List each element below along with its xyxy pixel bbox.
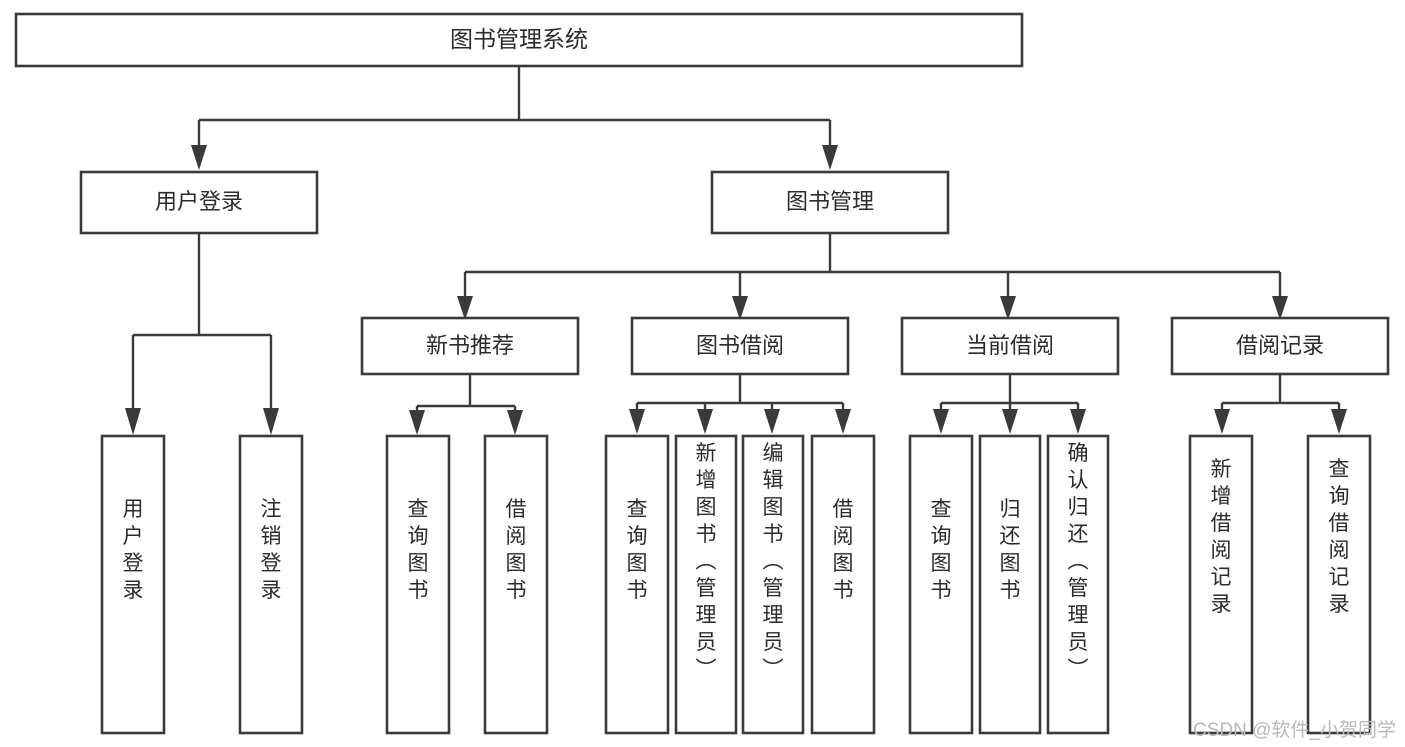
leaf-add-book-admin[interactable]: 新增图书︵管理员︶ bbox=[674, 434, 738, 735]
node-user-login-label: 用户登录 bbox=[155, 189, 243, 214]
leaf-borrow-book-2-box[interactable] bbox=[810, 434, 876, 735]
leaf-query-borrow-record[interactable]: 查询借阅记录 bbox=[1306, 434, 1372, 735]
arrow-userlogin-l2 bbox=[263, 408, 279, 435]
node-borrow-record[interactable]: 借阅记录 bbox=[1170, 316, 1390, 376]
node-new-book-recommend-label: 新书推荐 bbox=[426, 333, 514, 358]
leaf-user-login[interactable]: 用户登录 bbox=[100, 434, 166, 735]
leaf-borrow-book-2-label: 借阅图书 bbox=[833, 498, 854, 602]
node-book-management-box[interactable] bbox=[710, 170, 950, 235]
leaf-query-book-2-box[interactable] bbox=[604, 434, 670, 735]
leaf-user-login-label: 用户登录 bbox=[123, 498, 144, 602]
leaf-add-borrow-record-box[interactable] bbox=[1188, 434, 1254, 735]
leaf-query-book-3-box[interactable] bbox=[908, 434, 974, 735]
leaf-confirm-return-admin-label: 确认归还︵管理员︶ bbox=[1068, 442, 1089, 681]
arrow-borrow-l3 bbox=[764, 409, 780, 434]
leaf-query-book-1[interactable]: 查询图书 bbox=[385, 434, 451, 735]
arrow-userlogin-l1 bbox=[125, 408, 141, 435]
arrow-bookmgmt-c1 bbox=[457, 296, 473, 320]
node-root-box[interactable] bbox=[14, 12, 1024, 68]
node-borrow-record-label: 借阅记录 bbox=[1236, 333, 1324, 358]
leaf-query-book-1-label: 查询图书 bbox=[408, 498, 429, 602]
arrow-root-to-userlogin bbox=[191, 145, 207, 170]
node-book-borrow-box[interactable] bbox=[630, 316, 850, 376]
leaf-edit-book-admin-box[interactable] bbox=[741, 434, 805, 735]
arrow-record-l2 bbox=[1331, 409, 1347, 434]
leaf-query-book-3[interactable]: 查询图书 bbox=[908, 434, 974, 735]
node-root-system[interactable]: 图书管理系统 bbox=[14, 12, 1024, 68]
leaf-query-borrow-record-box[interactable] bbox=[1306, 434, 1372, 735]
arrow-borrow-l4 bbox=[835, 409, 851, 434]
leaf-borrow-book-1[interactable]: 借阅图书 bbox=[483, 434, 549, 735]
node-book-borrow[interactable]: 图书借阅 bbox=[630, 316, 850, 376]
node-new-book-recommend[interactable]: 新书推荐 bbox=[360, 316, 580, 376]
leaf-user-login-box[interactable] bbox=[100, 434, 166, 735]
leaf-borrow-book-1-box[interactable] bbox=[483, 434, 549, 735]
arrow-borrow-l1 bbox=[629, 409, 645, 434]
node-borrow-record-box[interactable] bbox=[1170, 316, 1390, 376]
node-user-login[interactable]: 用户登录 bbox=[79, 170, 319, 235]
leaf-borrow-book-2[interactable]: 借阅图书 bbox=[810, 434, 876, 735]
leaf-borrow-book-1-label: 借阅图书 bbox=[506, 498, 527, 602]
leaf-add-borrow-record-label: 新增借阅记录 bbox=[1211, 458, 1232, 616]
arrow-current-l1 bbox=[933, 409, 949, 434]
arrow-newbook-l1 bbox=[409, 410, 425, 435]
connector-layer bbox=[125, 66, 1347, 435]
leaf-confirm-return-admin-box[interactable] bbox=[1046, 434, 1110, 735]
node-book-management[interactable]: 图书管理 bbox=[710, 170, 950, 235]
leaf-return-book-label: 归还图书 bbox=[1000, 498, 1021, 602]
arrow-current-l2 bbox=[1002, 409, 1018, 434]
leaf-add-book-admin-label: 新增图书︵管理员︶ bbox=[696, 442, 717, 681]
leaf-query-book-2[interactable]: 查询图书 bbox=[604, 434, 670, 735]
arrow-bookmgmt-c3 bbox=[1000, 296, 1016, 320]
arrow-bookmgmt-c4 bbox=[1272, 296, 1288, 320]
arrow-record-l1 bbox=[1214, 409, 1230, 434]
arrow-borrow-l2 bbox=[697, 409, 713, 434]
leaf-logout-login-box[interactable] bbox=[238, 434, 304, 735]
leaf-query-borrow-record-label: 查询借阅记录 bbox=[1329, 458, 1350, 616]
arrow-root-to-bookmgmt bbox=[822, 145, 838, 170]
node-new-book-recommend-box[interactable] bbox=[360, 316, 580, 376]
node-current-borrow-label: 当前借阅 bbox=[966, 333, 1054, 358]
leaf-query-book-1-box[interactable] bbox=[385, 434, 451, 735]
leaf-return-book-box[interactable] bbox=[978, 434, 1042, 735]
watermark-label: CSDN @软件_小贺同学 bbox=[1193, 719, 1396, 741]
leaf-add-book-admin-box[interactable] bbox=[674, 434, 738, 735]
leaf-logout-login-label: 注销登录 bbox=[261, 498, 282, 602]
node-current-borrow[interactable]: 当前借阅 bbox=[900, 316, 1120, 376]
leaf-edit-book-admin-label: 编辑图书︵管理员︶ bbox=[763, 442, 784, 681]
leaf-return-book[interactable]: 归还图书 bbox=[978, 434, 1042, 735]
node-root-label: 图书管理系统 bbox=[450, 26, 588, 52]
leaf-query-book-2-label: 查询图书 bbox=[627, 498, 648, 602]
node-current-borrow-box[interactable] bbox=[900, 316, 1120, 376]
arrow-newbook-l2 bbox=[507, 410, 523, 435]
node-user-login-box[interactable] bbox=[79, 170, 319, 235]
arrow-bookmgmt-c2 bbox=[732, 296, 748, 320]
leaf-edit-book-admin[interactable]: 编辑图书︵管理员︶ bbox=[741, 434, 805, 735]
arrow-current-l3 bbox=[1070, 409, 1086, 434]
leaf-confirm-return-admin[interactable]: 确认归还︵管理员︶ bbox=[1046, 434, 1110, 735]
leaf-logout-login[interactable]: 注销登录 bbox=[238, 434, 304, 735]
node-book-borrow-label: 图书借阅 bbox=[696, 333, 784, 358]
leaf-query-book-3-label: 查询图书 bbox=[931, 498, 952, 602]
leaf-add-borrow-record[interactable]: 新增借阅记录 bbox=[1188, 434, 1254, 735]
node-book-management-label: 图书管理 bbox=[786, 189, 874, 214]
